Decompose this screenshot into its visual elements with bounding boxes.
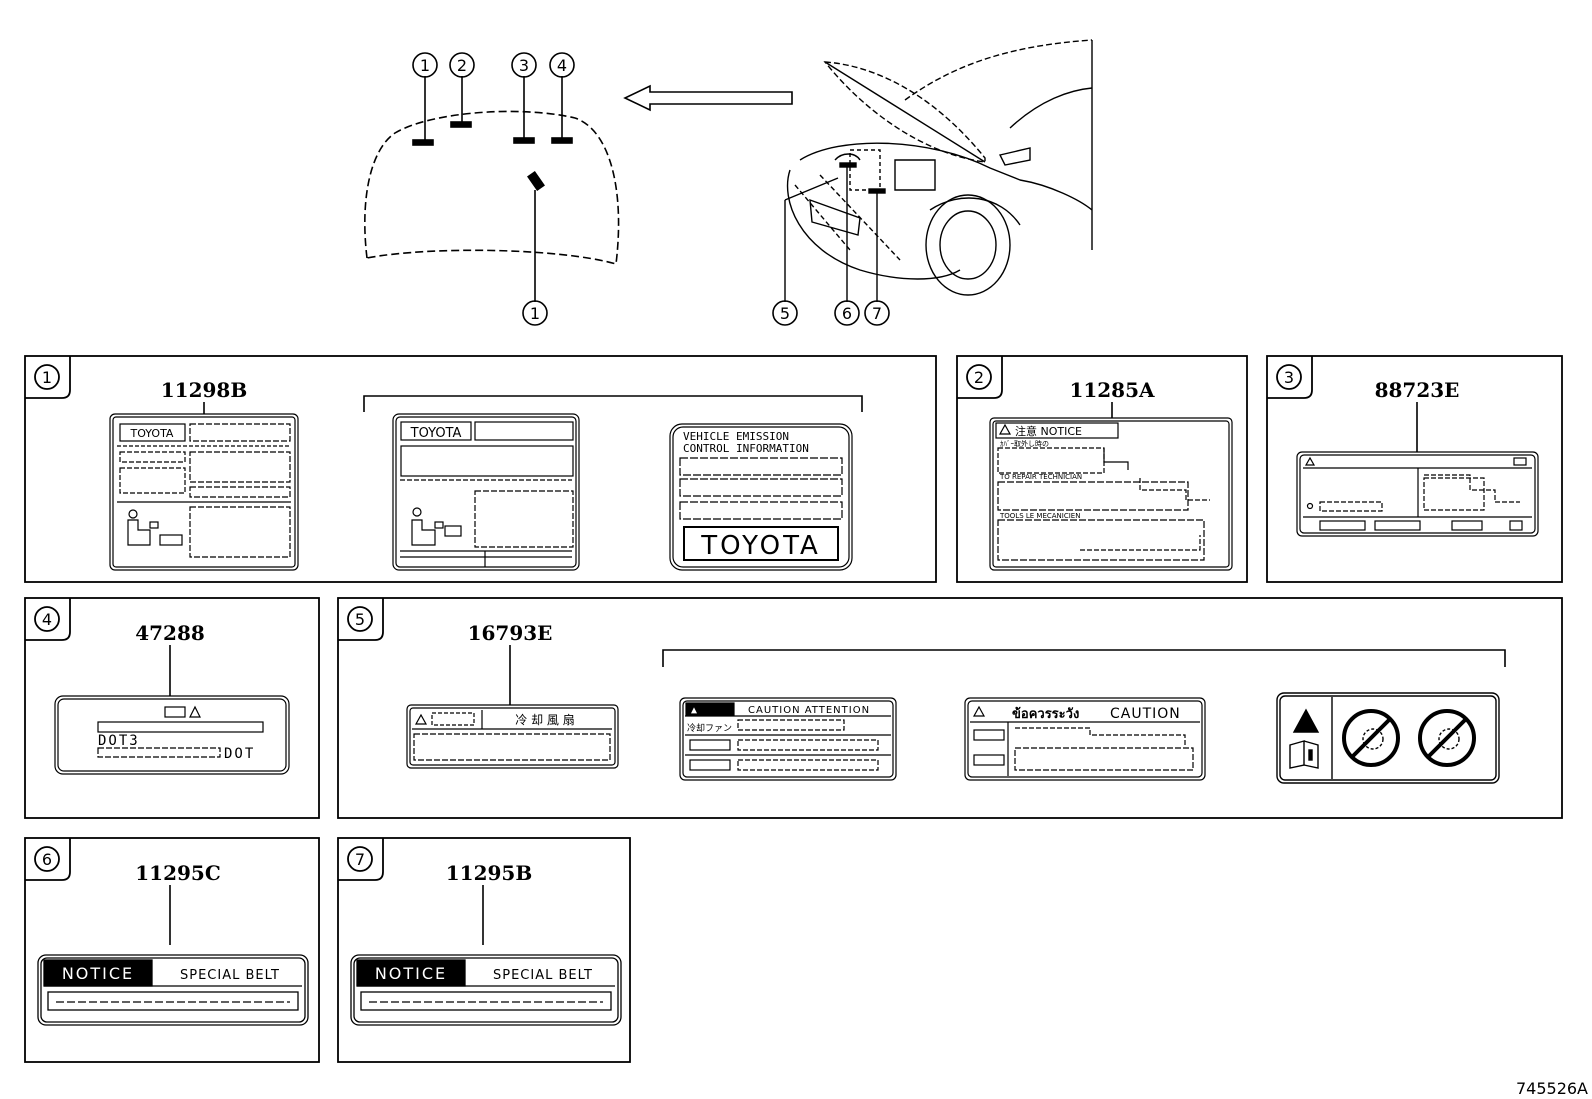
panel7-callout: 7 xyxy=(355,850,365,869)
callout-top-4: 4 xyxy=(557,56,567,75)
label-7-belt: SPECIAL BELT xyxy=(493,968,593,983)
label-4-dot3: DOT3 xyxy=(98,733,140,749)
panel6-callout: 6 xyxy=(42,850,52,869)
panel3-callout: 3 xyxy=(1284,368,1294,387)
label-6-notice: NOTICE xyxy=(62,964,134,983)
part-number-47288: 47288 xyxy=(135,621,205,645)
top-callouts xyxy=(412,52,890,326)
label-7-notice: NOTICE xyxy=(375,964,447,983)
hood-illustration xyxy=(364,76,620,302)
label-5-jp-title: 冷 却 風 扇 xyxy=(515,712,574,727)
label-5-caution: CAUTION xyxy=(1110,706,1181,722)
callout-bottom-7: 7 xyxy=(872,304,882,323)
part-number-16793E: 16793E xyxy=(468,621,553,645)
label-11298B-c xyxy=(669,423,853,571)
label-11295C xyxy=(37,954,309,1026)
label-4-dot: DOT xyxy=(224,746,255,762)
part-number-11285A: 11285A xyxy=(1069,378,1155,402)
label-6-belt: SPECIAL BELT xyxy=(180,968,280,983)
figure-id: 745526A xyxy=(1516,1079,1588,1098)
label-b-brand: TOYOTA xyxy=(410,426,462,441)
leader-lines xyxy=(169,395,1506,945)
part-number-88723E: 88723E xyxy=(1375,378,1460,402)
label-5-thai: ข้อควรระวัง xyxy=(1012,706,1079,722)
label-c-line2: CONTROL INFORMATION xyxy=(683,442,809,455)
label-2-line2: TO REPAIR TECHNICIAN xyxy=(999,473,1082,481)
callout-top-1: 1 xyxy=(420,56,430,75)
direction-arrow xyxy=(623,84,793,112)
label-5-jp-fan: 冷却ファン xyxy=(687,722,732,734)
panel-frames xyxy=(24,355,1563,1063)
callout-bottom-5: 5 xyxy=(780,304,790,323)
label-a-brand: TOYOTA xyxy=(130,427,174,440)
label-11298B-b xyxy=(392,413,580,571)
panel5-callout: 5 xyxy=(355,610,365,629)
label-5-caution-attention: CAUTION ATTENTION xyxy=(748,705,870,716)
label-47288 xyxy=(54,695,290,775)
label-c-brand: TOYOTA xyxy=(700,531,821,561)
callout-bottom-1: 1 xyxy=(530,304,540,323)
label-2-notice: 注意 NOTICE xyxy=(1015,424,1082,438)
label-88723E xyxy=(1296,451,1539,537)
callout-top-3: 3 xyxy=(519,56,529,75)
label-11285A xyxy=(989,417,1233,571)
label-2-line1: ｶﾊﾞｰ取外し時の xyxy=(1000,439,1049,448)
callout-bottom-6: 6 xyxy=(842,304,852,323)
part-number-11295B: 11295B xyxy=(446,861,532,885)
part-number-11298B: 11298B xyxy=(161,378,247,402)
part-number-11295C: 11295C xyxy=(135,861,221,885)
label-11298B-a xyxy=(109,413,299,571)
label-11295B xyxy=(350,954,622,1026)
panel2-callout: 2 xyxy=(974,368,984,387)
callout-top-2: 2 xyxy=(457,56,467,75)
label-c-line1: VEHICLE EMISSION xyxy=(683,430,789,443)
label-caution-thai xyxy=(964,697,1206,781)
label-pictogram xyxy=(1276,692,1500,784)
panel4-callout: 4 xyxy=(42,610,52,629)
label-16793E xyxy=(406,704,619,769)
car-illustration xyxy=(784,39,1093,302)
label-2-line3: TOOLS LE MECANICIEN xyxy=(999,512,1080,520)
label-caution-attention xyxy=(679,697,897,781)
panel1-callout: 1 xyxy=(42,368,52,387)
